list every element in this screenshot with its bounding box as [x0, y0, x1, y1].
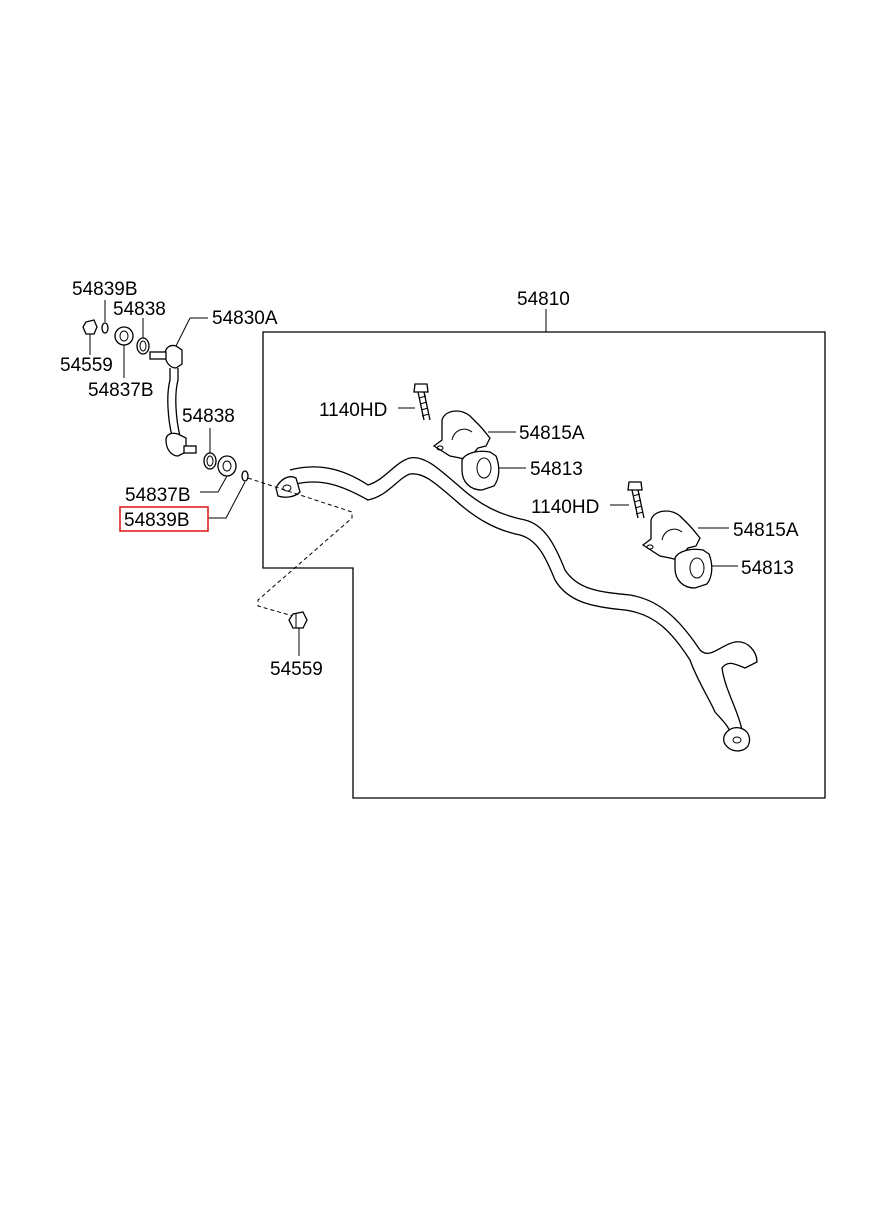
- label-54837B-top[interactable]: 54837B: [88, 380, 154, 401]
- nut-54559-upper: [82, 319, 98, 335]
- ring-54838-upper: [136, 337, 150, 355]
- label-54815A-2[interactable]: 54815A: [733, 520, 799, 541]
- label-1140HD-2[interactable]: 1140HD: [531, 497, 599, 518]
- nut-54559-lower: [288, 611, 308, 629]
- highlight-box: [119, 506, 209, 532]
- bracket-54815A-1: [432, 410, 491, 461]
- bushing-54813-1: [461, 450, 500, 491]
- stabilizer-bar: [275, 457, 758, 752]
- label-54838-mid[interactable]: 54838: [182, 406, 235, 427]
- ring-54838-mid: [203, 452, 217, 470]
- bushing-54837B-upper: [114, 326, 134, 346]
- label-54830A[interactable]: 54830A: [212, 308, 278, 329]
- label-54813-2[interactable]: 54813: [741, 558, 794, 579]
- bolt-1140HD-1: [413, 383, 431, 421]
- label-54837B-mid[interactable]: 54837B: [125, 485, 191, 506]
- bracket-54815A-2: [641, 510, 701, 561]
- leader-54830A: [175, 317, 191, 347]
- label-54839B-highlighted[interactable]: 54839B: [124, 510, 190, 531]
- label-54810[interactable]: 54810: [517, 289, 570, 310]
- label-1140HD-1[interactable]: 1140HD: [319, 400, 387, 421]
- bushing-54837B-mid: [217, 455, 237, 477]
- label-54838-top[interactable]: 54838: [113, 299, 166, 320]
- label-54813-1[interactable]: 54813: [530, 459, 583, 480]
- label-54559-left[interactable]: 54559: [60, 355, 113, 376]
- label-54559-bottom[interactable]: 54559: [270, 659, 323, 680]
- washer-54839B-upper: [101, 322, 109, 334]
- label-54839B-top[interactable]: 54839B: [72, 279, 138, 300]
- washer-54839B-mid: [241, 470, 249, 482]
- label-54815A-1[interactable]: 54815A: [519, 423, 585, 444]
- bushing-54813-2: [674, 548, 713, 589]
- assembly-frame: [262, 331, 826, 799]
- bolt-1140HD-2: [627, 481, 645, 519]
- stabilizer-link: [149, 344, 197, 457]
- dashed-mount-line: [247, 477, 353, 619]
